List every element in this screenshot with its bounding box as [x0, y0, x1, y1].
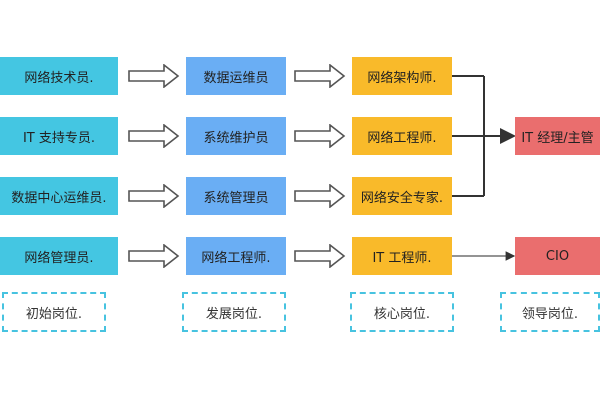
initial-role-it-support: IT 支持专员. — [0, 117, 118, 155]
hollow-arrow-right-icon — [128, 64, 180, 88]
leader-role-cio: CIO — [515, 237, 600, 275]
hollow-arrow-right-icon — [294, 124, 346, 148]
initial-role-datacenter-ops: 数据中心运维员. — [0, 177, 118, 215]
dev-role-network-engineer: 网络工程师. — [186, 237, 286, 275]
core-role-network-architect: 网络架构师. — [352, 57, 452, 95]
hollow-arrow-right-icon — [294, 244, 346, 268]
dev-role-system-admin: 系统管理员 — [186, 177, 286, 215]
initial-role-network-admin: 网络管理员. — [0, 237, 118, 275]
hollow-arrow-right-icon — [294, 184, 346, 208]
hollow-arrow-right-icon — [128, 244, 180, 268]
leadership-column-label: 领导岗位. — [500, 292, 600, 332]
core-role-security-expert: 网络安全专家. — [352, 177, 452, 215]
core-role-network-engineer: 网络工程师. — [352, 117, 452, 155]
initial-column-label: 初始岗位. — [2, 292, 106, 332]
core-column-label: 核心岗位. — [350, 292, 454, 332]
dev-role-data-ops: 数据运维员 — [186, 57, 286, 95]
initial-role-network-technician: 网络技术员. — [0, 57, 118, 95]
hollow-arrow-right-icon — [128, 124, 180, 148]
core-role-it-engineer: IT 工程师. — [352, 237, 452, 275]
development-column-label: 发展岗位. — [182, 292, 286, 332]
hollow-arrow-right-icon — [294, 64, 346, 88]
dev-role-system-maintainer: 系统维护员 — [186, 117, 286, 155]
leader-role-it-manager: IT 经理/主管 — [515, 117, 600, 155]
hollow-arrow-right-icon — [128, 184, 180, 208]
